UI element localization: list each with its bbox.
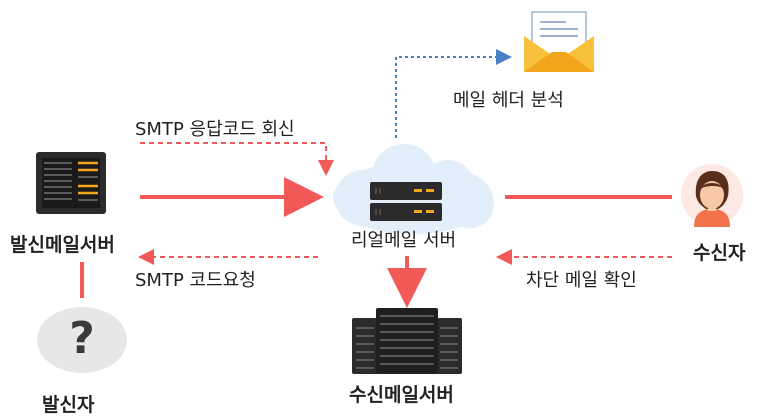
sender-label: 발신자	[42, 394, 95, 416]
cloud-server-icon	[333, 144, 494, 234]
recipient-label: 수신자	[693, 242, 746, 264]
relay-server-label: 리얼메일 서버	[351, 230, 457, 251]
envelope-icon	[524, 11, 594, 72]
sender-server-icon	[36, 152, 106, 214]
smtp-request-label: SMTP 코드요청	[135, 270, 256, 291]
header-analysis-label: 메일 헤더 분석	[453, 90, 564, 111]
blocked-check-label: 차단 메일 확인	[526, 270, 637, 291]
sender-server-label: 발신메일서버	[10, 234, 115, 256]
receiver-server-label: 수신메일서버	[349, 384, 454, 406]
receiver-server-icon	[352, 308, 462, 374]
arrow-smtp-response	[140, 142, 334, 176]
question-mark-icon: ?	[37, 307, 127, 373]
arrow-header-analysis	[395, 49, 512, 138]
smtp-response-label: SMTP 응답코드 회신	[135, 119, 295, 140]
person-avatar-icon	[681, 164, 743, 227]
